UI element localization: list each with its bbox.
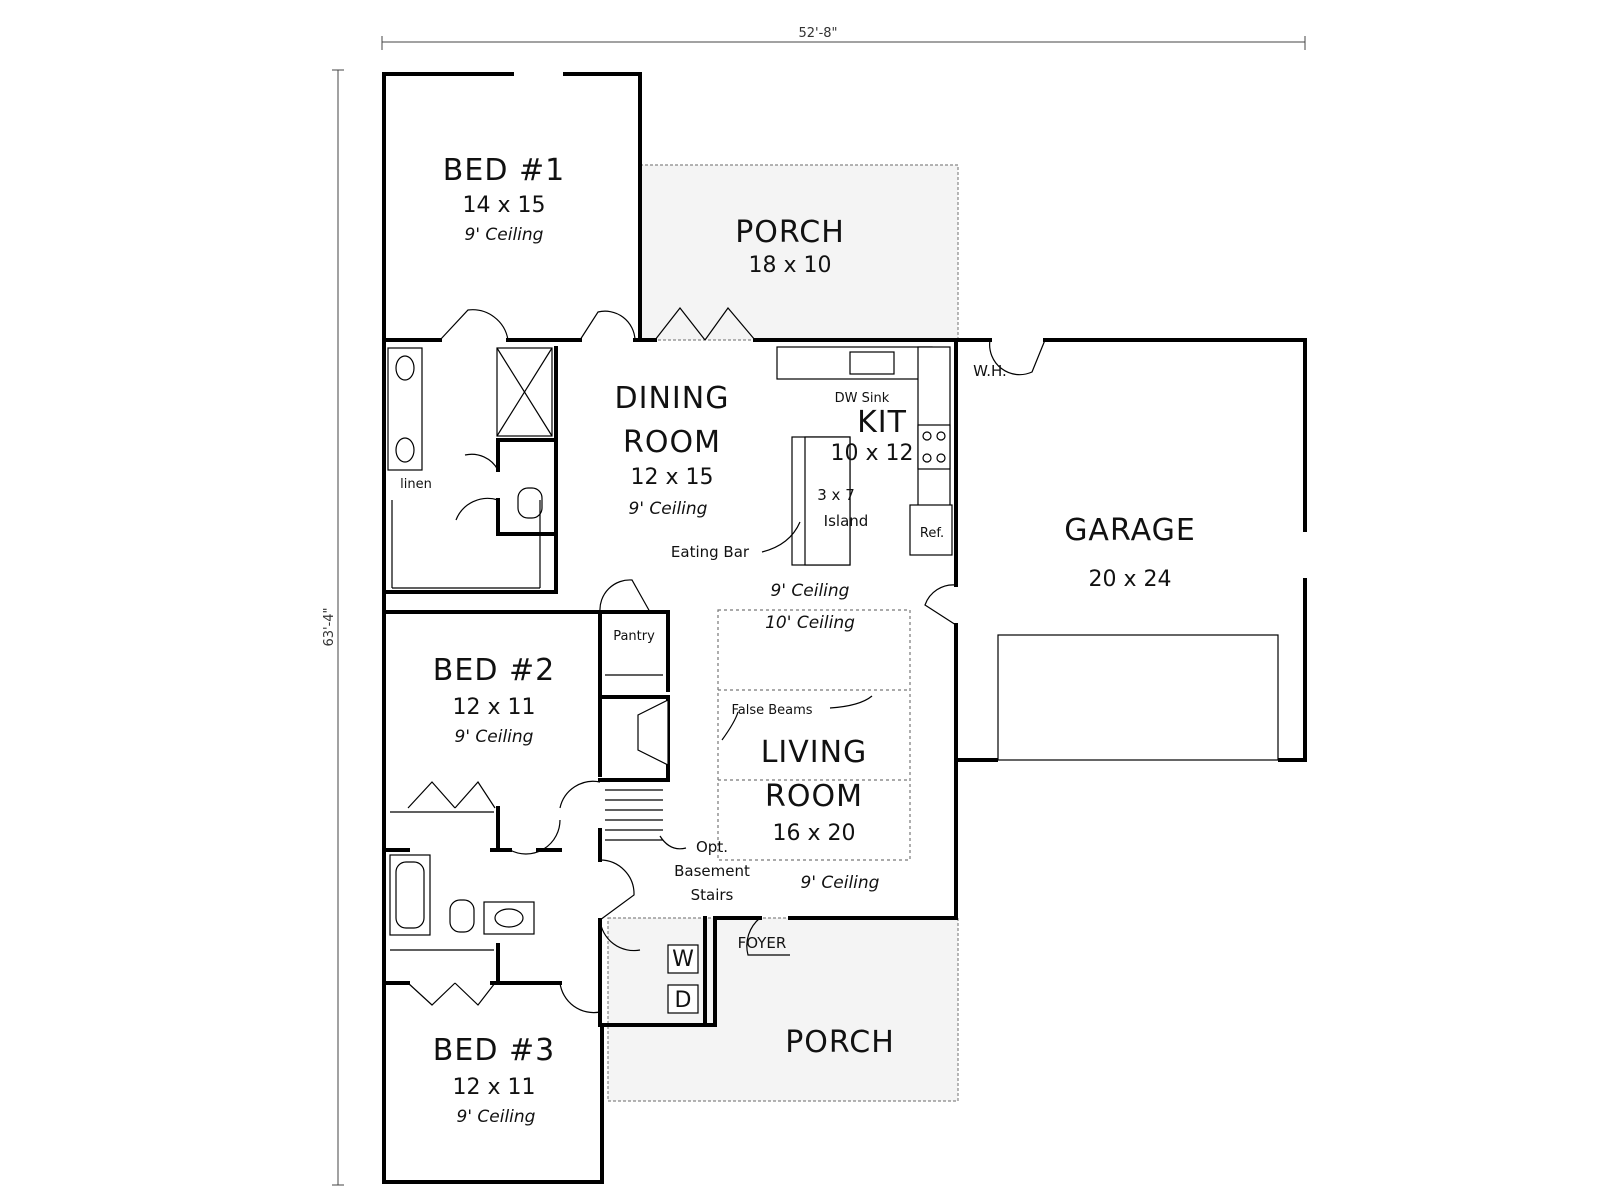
bed2-ceiling: 9' Ceiling	[455, 727, 534, 747]
room-garage: W.H. GARAGE 20 x 24	[973, 362, 1196, 592]
room-kitchen: DW Sink KIT 10 x 12 3 x 7 Island Ref. Ea…	[671, 391, 944, 561]
dining-name-line1: DINING	[615, 381, 730, 416]
room-living: 9' Ceiling 10' Ceiling Pantry False Beam…	[613, 581, 879, 904]
living-size: 16 x 20	[773, 821, 856, 846]
overall-dimensions: 52'-8" 63'-4"	[322, 26, 1306, 1186]
foyer-name: FOYER	[738, 934, 787, 952]
linen-label: linen	[400, 477, 432, 492]
opt-stairs-line3: Stairs	[691, 886, 734, 904]
living-ceiling-10: 10' Ceiling	[765, 613, 855, 633]
front-porch-area	[607, 917, 959, 1102]
overall-width-label: 52'-8"	[798, 26, 837, 41]
doors	[407, 307, 1046, 1014]
island-name: Island	[824, 512, 869, 530]
kitchen-name: KIT	[857, 405, 907, 440]
dining-size: 12 x 15	[631, 465, 714, 490]
kitchen-size: 10 x 12	[831, 441, 914, 466]
eating-bar-label: Eating Bar	[671, 543, 750, 561]
bed2-name: BED #2	[433, 653, 555, 688]
bed3-ceiling: 9' Ceiling	[457, 1107, 536, 1127]
dining-ceiling: 9' Ceiling	[629, 499, 708, 519]
back-porch-name: PORCH	[735, 215, 845, 250]
front-porch-name: PORCH	[785, 1025, 895, 1060]
room-bed1: BED #1 14 x 15 9' Ceiling	[443, 153, 565, 245]
opt-stairs-line2: Basement	[674, 862, 750, 880]
false-beams-label: False Beams	[731, 703, 812, 718]
washer-label: W	[672, 947, 694, 972]
room-back-porch: PORCH 18 x 10	[735, 215, 845, 278]
dryer-label: D	[675, 988, 692, 1013]
room-dining: DINING ROOM 12 x 15 9' Ceiling	[615, 381, 730, 519]
overall-depth-label: 63'-4"	[322, 607, 337, 646]
garage-name: GARAGE	[1064, 513, 1196, 548]
room-foyer: FOYER W D	[672, 934, 786, 1013]
room-bed2: BED #2 12 x 11 9' Ceiling	[433, 653, 555, 747]
living-name-line2: ROOM	[765, 779, 863, 814]
living-name-line1: LIVING	[761, 735, 868, 770]
island-size: 3 x 7	[817, 486, 855, 504]
bed1-name: BED #1	[443, 153, 565, 188]
back-porch-size: 18 x 10	[749, 253, 832, 278]
pantry-label: Pantry	[613, 629, 655, 644]
bed1-size: 14 x 15	[463, 193, 546, 218]
fixtures	[387, 346, 1279, 1014]
living-ceiling-9-top: 9' Ceiling	[771, 581, 850, 601]
walls	[382, 72, 1307, 1184]
back-porch-area	[639, 164, 959, 341]
bed3-size: 12 x 11	[453, 1075, 536, 1100]
dw-sink-label: DW Sink	[835, 391, 890, 406]
left-bath-labels: linen	[400, 477, 432, 492]
bed1-ceiling: 9' Ceiling	[465, 225, 544, 245]
bed2-size: 12 x 11	[453, 695, 536, 720]
garage-size: 20 x 24	[1089, 567, 1172, 592]
dining-name-line2: ROOM	[623, 425, 721, 460]
wh-label: W.H.	[973, 362, 1007, 380]
bed3-name: BED #3	[433, 1033, 555, 1068]
room-bed3: BED #3 12 x 11 9' Ceiling	[433, 1033, 555, 1127]
room-front-porch: PORCH	[785, 1025, 895, 1060]
opt-stairs-line1: Opt.	[696, 838, 728, 856]
living-ceiling-9-bottom: 9' Ceiling	[801, 873, 880, 893]
ref-label: Ref.	[920, 526, 944, 541]
